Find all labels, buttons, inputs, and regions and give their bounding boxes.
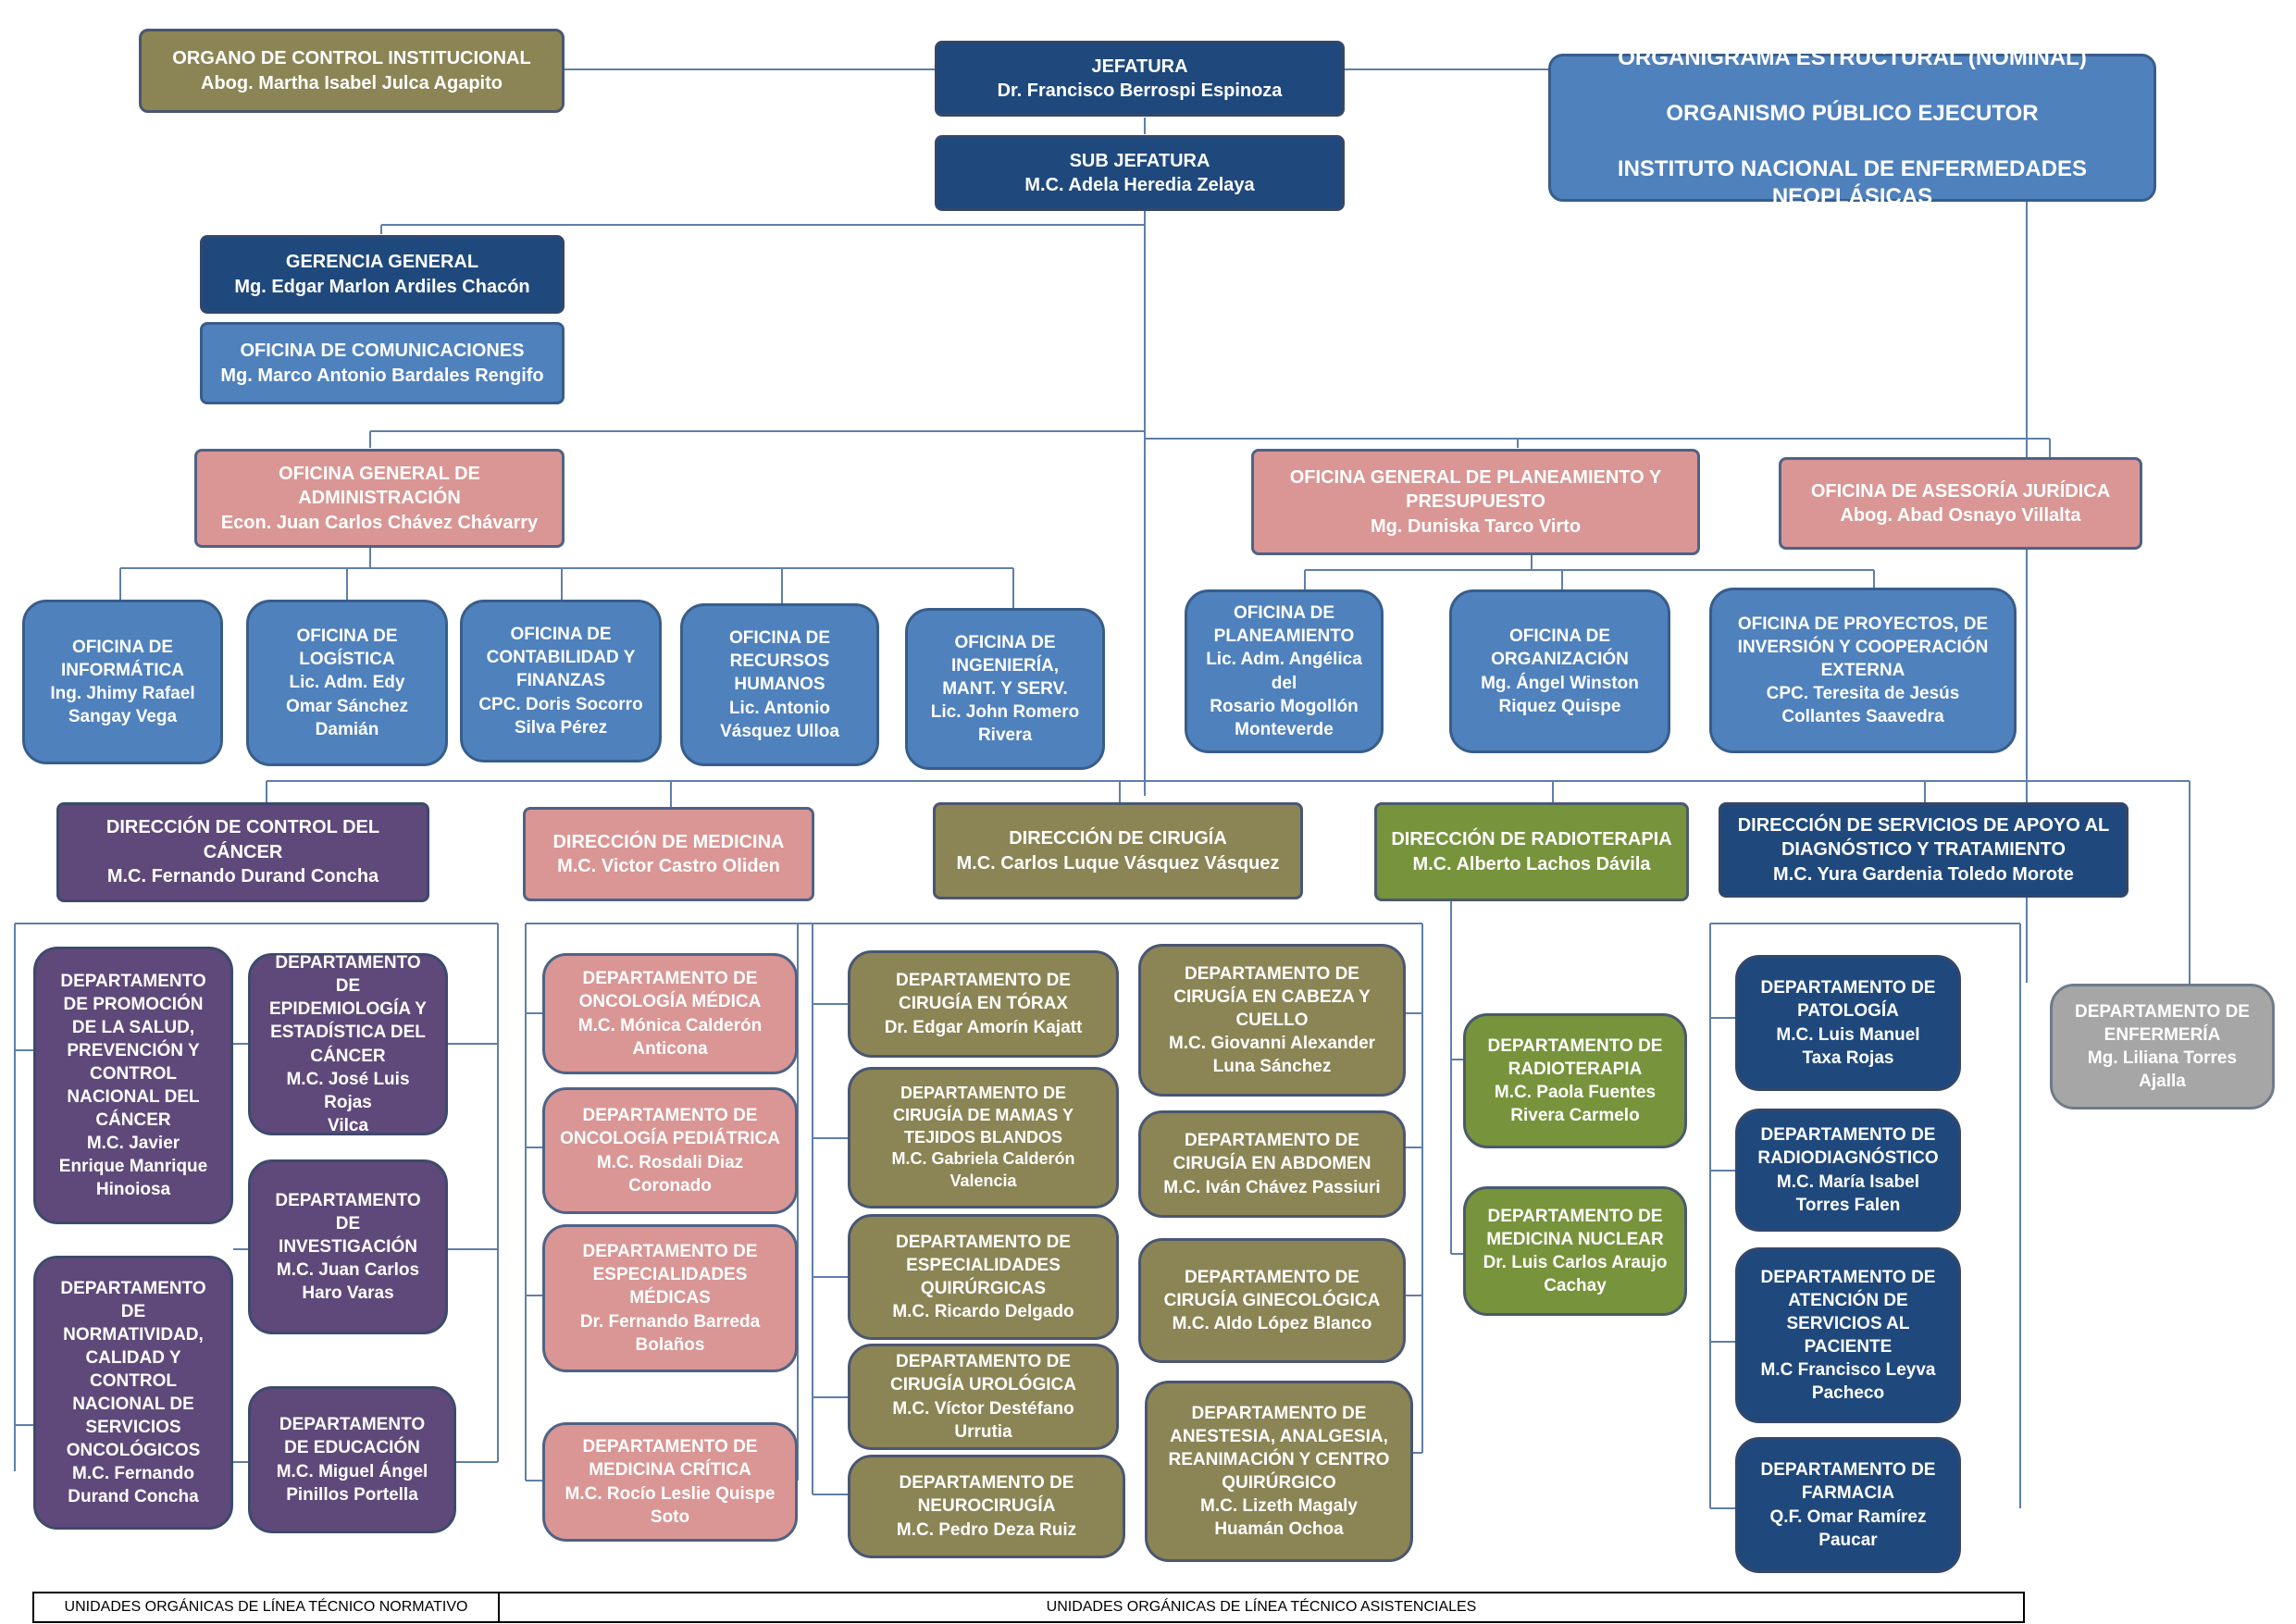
direccion-medicina-box: DIRECCIÓN DE MEDICINA M.C. Victor Castro…	[523, 807, 814, 901]
organo-control-box: ORGANO DE CONTROL INSTITUCIONAL Abog. Ma…	[139, 29, 565, 113]
direccion-cirugia-box: DIRECCIÓN DE CIRUGÍA M.C. Carlos Luque V…	[933, 802, 1303, 899]
dep-neurocirugia-box: DEPARTAMENTO DE NEUROCIRUGÍA M.C. Pedro …	[848, 1455, 1125, 1558]
oficina-logistica-box: OFICINA DE LOGÍSTICA Lic. Adm. Edy Omar …	[246, 600, 448, 766]
dep-radioterapia-box: DEPARTAMENTO DE RADIOTERAPIA M.C. Paola …	[1463, 1013, 1687, 1148]
dep-medicina-nuclear-box: DEPARTAMENTO DE MEDICINA NUCLEAR Dr. Lui…	[1463, 1186, 1687, 1316]
dep-cirugia-urologica-box: DEPARTAMENTO DE CIRUGÍA UROLÓGICA M.C. V…	[848, 1344, 1119, 1450]
title-line-2: ORGANISMO PÚBLICO EJECUTOR	[1666, 101, 2039, 126]
direccion-radioterapia-box: DIRECCIÓN DE RADIOTERAPIA M.C. Alberto L…	[1374, 802, 1689, 901]
dep-especialidades-quirurgicas-box: DEPARTAMENTO DE ESPECIALIDADES QUIRÚRGIC…	[848, 1214, 1119, 1340]
dep-cirugia-torax-box: DEPARTAMENTO DE CIRUGÍA EN TÓRAX Dr. Edg…	[848, 950, 1119, 1058]
dep-cirugia-ginecologica-box: DEPARTAMENTO DE CIRUGÍA GINECOLÓGICA M.C…	[1138, 1238, 1406, 1363]
title-line-3: INSTITUTO NACIONAL DE ENFERMEDADES NEOPL…	[1617, 156, 2088, 209]
jefatura-box: JEFATURA Dr. Francisco Berrospi Espinoza	[935, 41, 1345, 117]
dep-farmacia-box: DEPARTAMENTO DE FARMACIA Q.F. Omar Ramír…	[1735, 1437, 1961, 1573]
sub-jefatura-box: SUB JEFATURA M.C. Adela Heredia Zelaya	[935, 135, 1345, 211]
dep-normatividad-box: DEPARTAMENTO DE NORMATIVIDAD, CALIDAD Y …	[33, 1256, 233, 1530]
oficina-general-planeamiento-box: OFICINA GENERAL DE PLANEAMIENTO Y PRESUP…	[1251, 449, 1700, 555]
oficina-planeamiento-box: OFICINA DE PLANEAMIENTO Lic. Adm. Angéli…	[1185, 589, 1384, 753]
oficina-proyectos-box: OFICINA DE PROYECTOS, DE INVERSIÓN Y COO…	[1709, 588, 2017, 753]
oficina-ingenieria-box: OFICINA DE INGENIERÍA, MANT. Y SERV. Lic…	[905, 608, 1105, 770]
oficina-general-administracion-box: OFICINA GENERAL DE ADMINISTRACIÓN Econ. …	[194, 449, 565, 548]
dep-anestesia-box: DEPARTAMENTO DE ANESTESIA, ANALGESIA, RE…	[1145, 1381, 1413, 1562]
dep-epidemiologia-box: DEPARTAMENTO DE EPIDEMIOLOGÍA Y ESTADÍST…	[248, 953, 448, 1135]
oficina-comunicaciones-box: OFICINA DE COMUNICACIONES Mg. Marco Anto…	[200, 322, 565, 404]
oficina-contabilidad-box: OFICINA DE CONTABILIDAD Y FINANZAS CPC. …	[460, 600, 662, 762]
dep-patologia-box: DEPARTAMENTO DE PATOLOGÍA M.C. Luis Manu…	[1735, 955, 1961, 1091]
oficina-informatica-box: OFICINA DE INFORMÁTICA Ing. Jhimy Rafael…	[22, 600, 223, 764]
dep-especialidades-medicas-box: DEPARTAMENTO DE ESPECIALIDADES MÉDICAS D…	[542, 1224, 798, 1372]
dep-enfermeria-box: DEPARTAMENTO DE ENFERMERÍA Mg. Liliana T…	[2050, 984, 2275, 1110]
dep-cirugia-mamas-box: DEPARTAMENTO DE CIRUGÍA DE MAMAS Y TEJID…	[848, 1067, 1119, 1209]
gerencia-general-box: GERENCIA GENERAL Mg. Edgar Marlon Ardile…	[200, 235, 565, 314]
dep-atencion-servicios-box: DEPARTAMENTO DE ATENCIÓN DE SERVICIOS AL…	[1735, 1247, 1961, 1423]
footer-tecnico-normativo: UNIDADES ORGÁNICAS DE LÍNEA TÉCNICO NORM…	[32, 1592, 500, 1623]
dep-oncologia-medica-box: DEPARTAMENTO DE ONCOLOGÍA MÉDICA M.C. Mó…	[542, 953, 798, 1074]
oficina-organizacion-box: OFICINA DE ORGANIZACIÓN Mg. Ángel Winsto…	[1449, 589, 1670, 753]
oficina-recursos-humanos-box: OFICINA DE RECURSOS HUMANOS Lic. Antonio…	[680, 603, 879, 766]
dep-oncologia-pediatrica-box: DEPARTAMENTO DE ONCOLOGÍA PEDIÁTRICA M.C…	[542, 1087, 798, 1214]
direccion-servicios-apoyo-box: DIRECCIÓN DE SERVICIOS DE APOYO AL DIAGN…	[1719, 802, 2128, 898]
org-chart-title: ORGANIGRAMA ESTRUCTURAL (NOMINAL) ORGANI…	[1548, 45, 2156, 209]
direccion-control-cancer-box: DIRECCIÓN DE CONTROL DEL CÁNCER M.C. Fer…	[56, 802, 429, 902]
footer-tecnico-asistenciales: UNIDADES ORGÁNICAS DE LÍNEA TÉCNICO ASIS…	[498, 1592, 2025, 1623]
dep-radiodiagnostico-box: DEPARTAMENTO DE RADIODIAGNÓSTICO M.C. Ma…	[1735, 1109, 1961, 1232]
oficina-asesoria-juridica-box: OFICINA DE ASESORÍA JURÍDICA Abog. Abad …	[1779, 457, 2142, 550]
dep-educacion-box: DEPARTAMENTO DE EDUCACIÓN M.C. Miguel Án…	[248, 1386, 456, 1533]
dep-medicina-critica-box: DEPARTAMENTO DE MEDICINA CRÍTICA M.C. Ro…	[542, 1422, 798, 1542]
dep-investigacion-box: DEPARTAMENTO DE INVESTIGACIÓN M.C. Juan …	[248, 1159, 448, 1334]
dep-cirugia-cabeza-cuello-box: DEPARTAMENTO DE CIRUGÍA EN CABEZA Y CUEL…	[1138, 944, 1406, 1097]
dep-cirugia-abdomen-box: DEPARTAMENTO DE CIRUGÍA EN ABDOMEN M.C. …	[1138, 1110, 1406, 1218]
title-line-1: ORGANIGRAMA ESTRUCTURAL (NOMINAL)	[1618, 45, 2087, 70]
dep-promocion-salud-box: DEPARTAMENTO DE PROMOCIÓN DE LA SALUD, P…	[33, 947, 233, 1224]
